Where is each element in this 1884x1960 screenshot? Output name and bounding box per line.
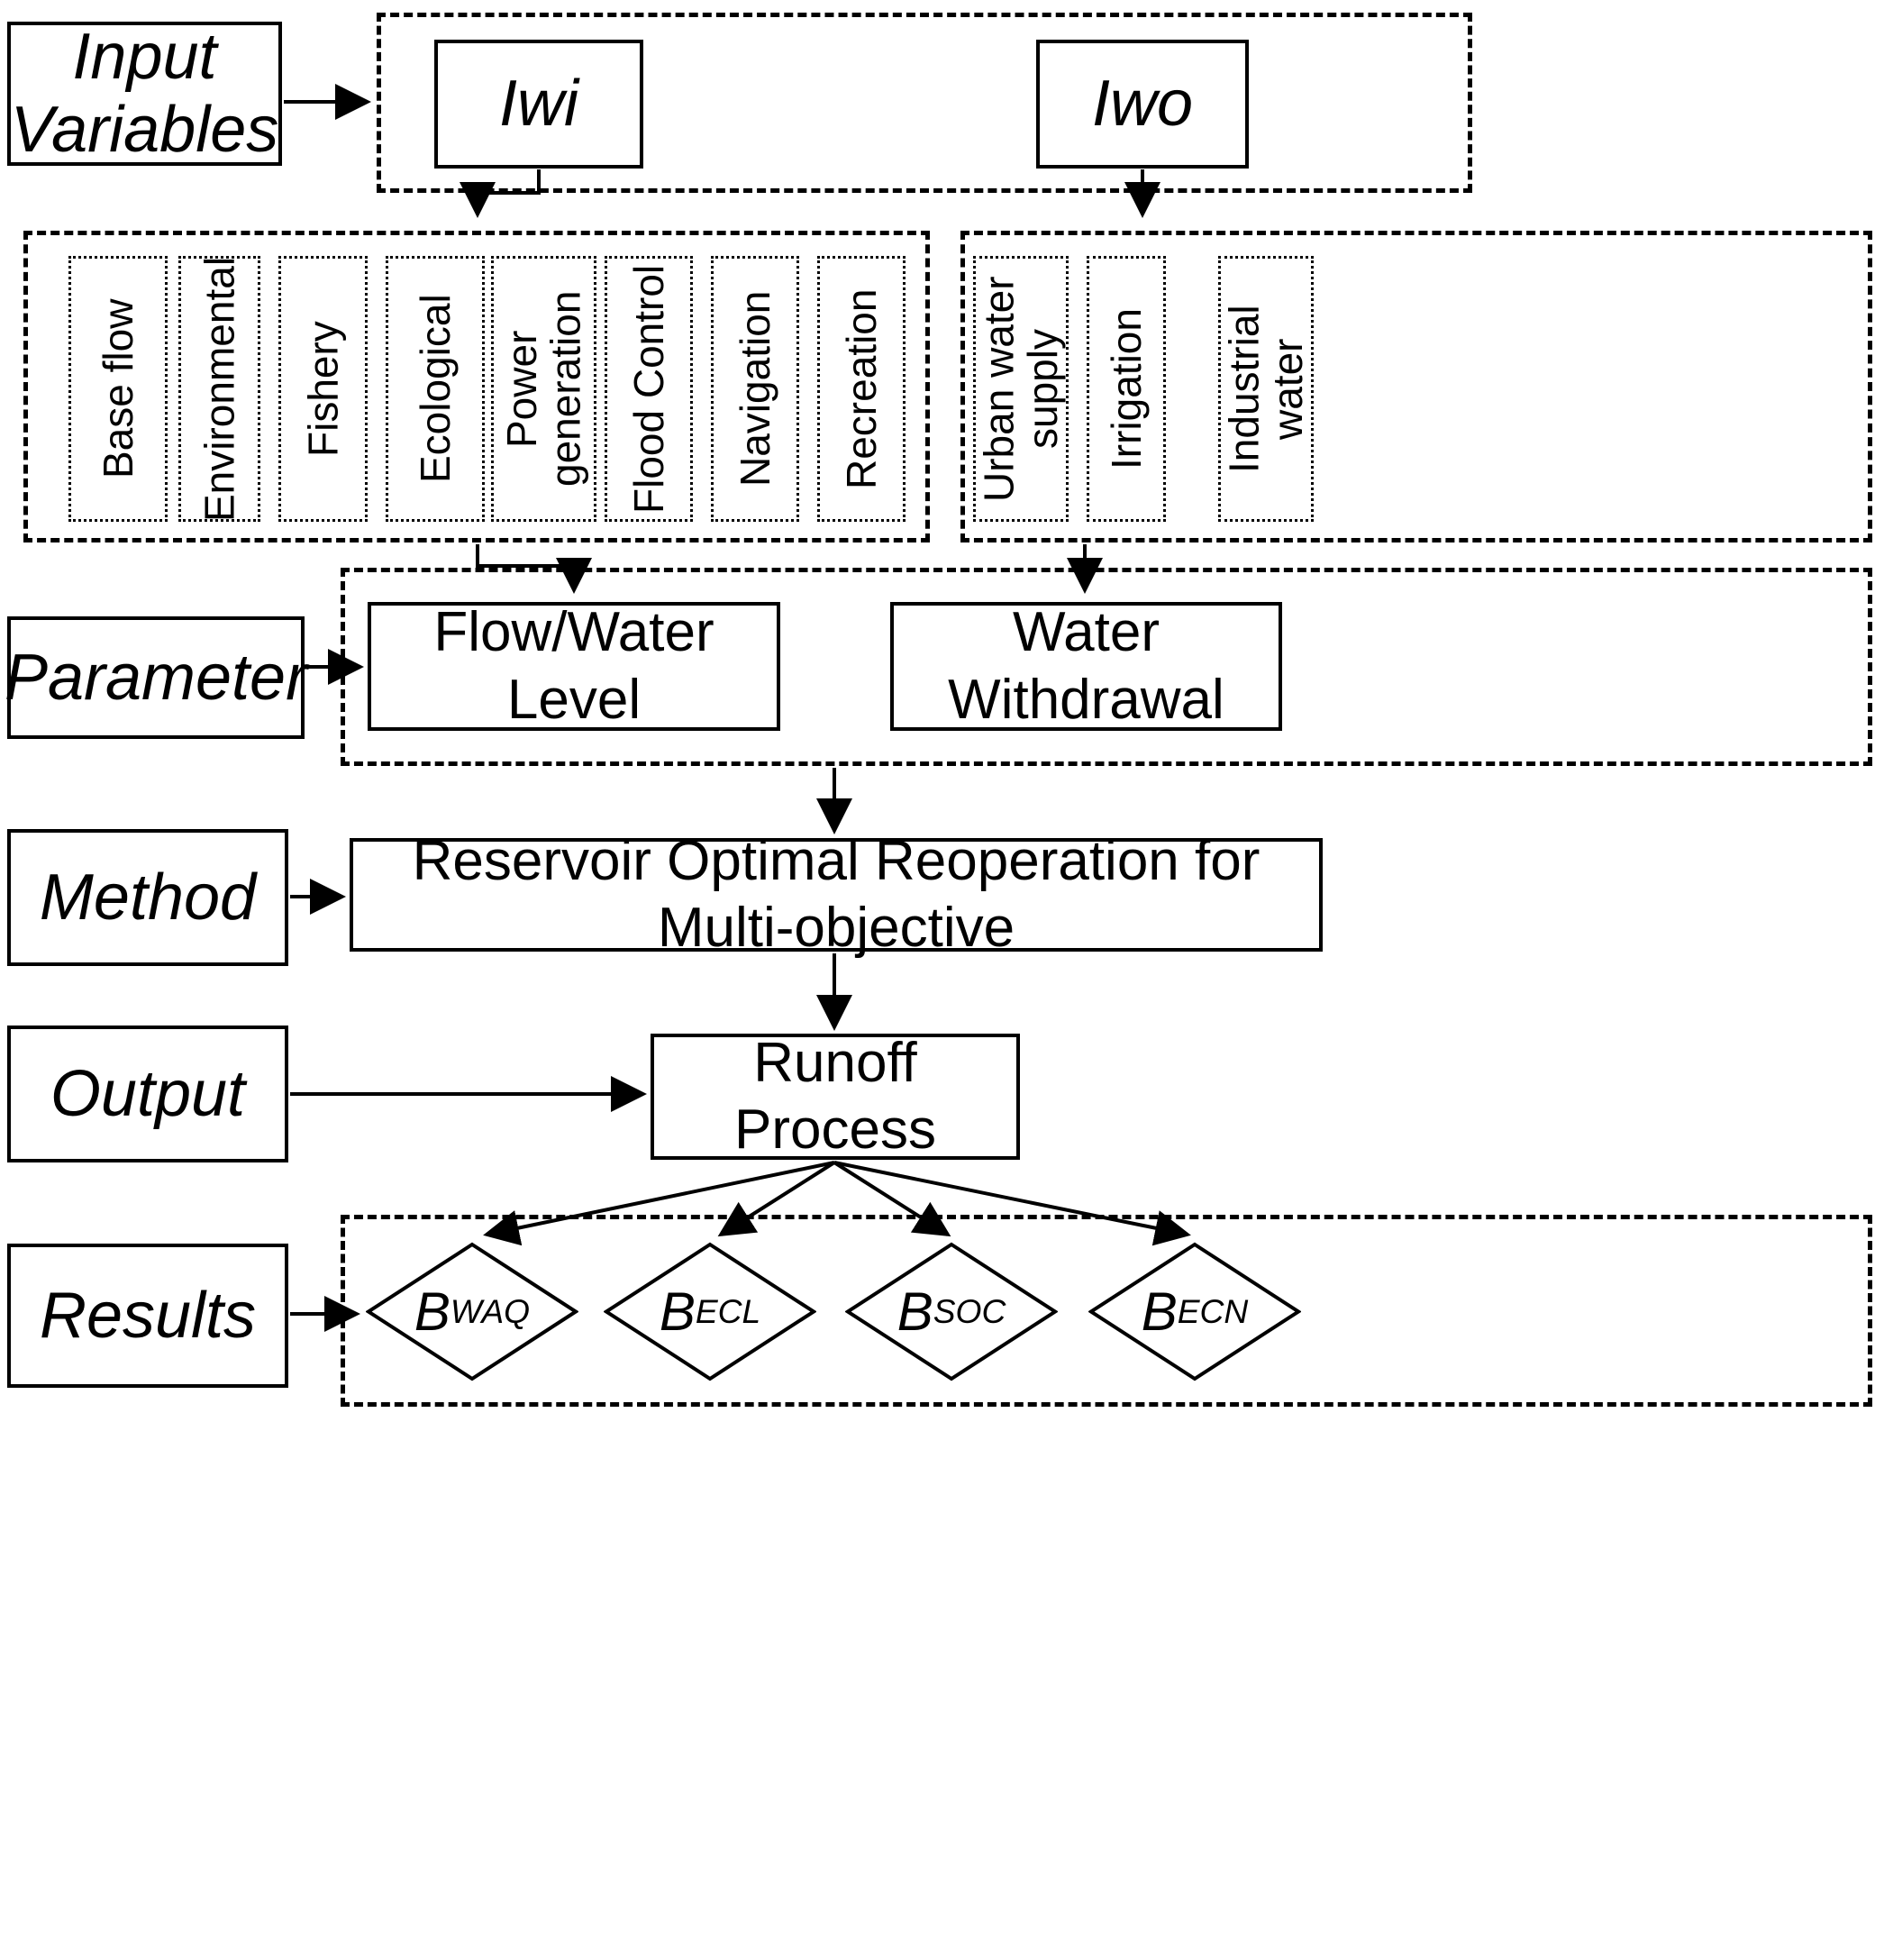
- use-box-fishery: Fishery: [278, 256, 368, 522]
- use-label: Flood Control: [624, 264, 672, 514]
- use-label: Recreation: [837, 288, 885, 489]
- use-box-navigation: Navigation: [711, 256, 799, 522]
- use-box-power-generation: Power generation: [491, 256, 596, 522]
- instream-uses-group: [23, 231, 930, 542]
- use-label: Urban water supply: [975, 276, 1066, 502]
- use-label: Fishery: [299, 321, 347, 457]
- input-variables-group: [377, 13, 1472, 193]
- use-box-recreation: Recreation: [817, 256, 906, 522]
- use-label: Industrial water: [1220, 305, 1311, 473]
- use-box-base-flow: Base flow: [68, 256, 168, 522]
- output-box-runoff-process: Runoff Process: [651, 1032, 1020, 1161]
- row-label-method: Method: [7, 829, 288, 966]
- offstream-uses-group: [960, 231, 1872, 542]
- row-label-results: Results: [7, 1244, 288, 1388]
- use-box-irrigation: Irrigation: [1087, 256, 1166, 522]
- use-label: Environmental: [196, 256, 243, 522]
- use-box-environmental: Environmental: [178, 256, 260, 522]
- use-box-ecological: Ecological: [386, 256, 485, 522]
- parameter-box-flow-water-level: Flow/Water Level: [368, 601, 780, 731]
- use-box-urban-water-supply: Urban water supply: [973, 256, 1069, 522]
- use-box-industrial-water: Industrial water: [1218, 256, 1314, 522]
- use-label: Ecological: [411, 294, 459, 484]
- row-label-output: Output: [7, 1026, 288, 1162]
- use-label: Base flow: [94, 298, 141, 479]
- use-label: Navigation: [731, 290, 778, 488]
- parameter-box-water-withdrawal: Water Withdrawal: [890, 601, 1282, 731]
- use-label: Power generation: [498, 290, 589, 488]
- method-box: Reservoir Optimal Reoperation for Multi-…: [350, 830, 1323, 959]
- use-label: Irrigation: [1102, 308, 1150, 469]
- iwi-box: Iwi: [434, 40, 643, 169]
- row-label-parameter: Parameter: [5, 616, 307, 739]
- iwo-box: Iwo: [1036, 40, 1249, 169]
- use-box-flood-control: Flood Control: [605, 256, 693, 522]
- row-label-input-variables: Input Variables: [7, 21, 282, 166]
